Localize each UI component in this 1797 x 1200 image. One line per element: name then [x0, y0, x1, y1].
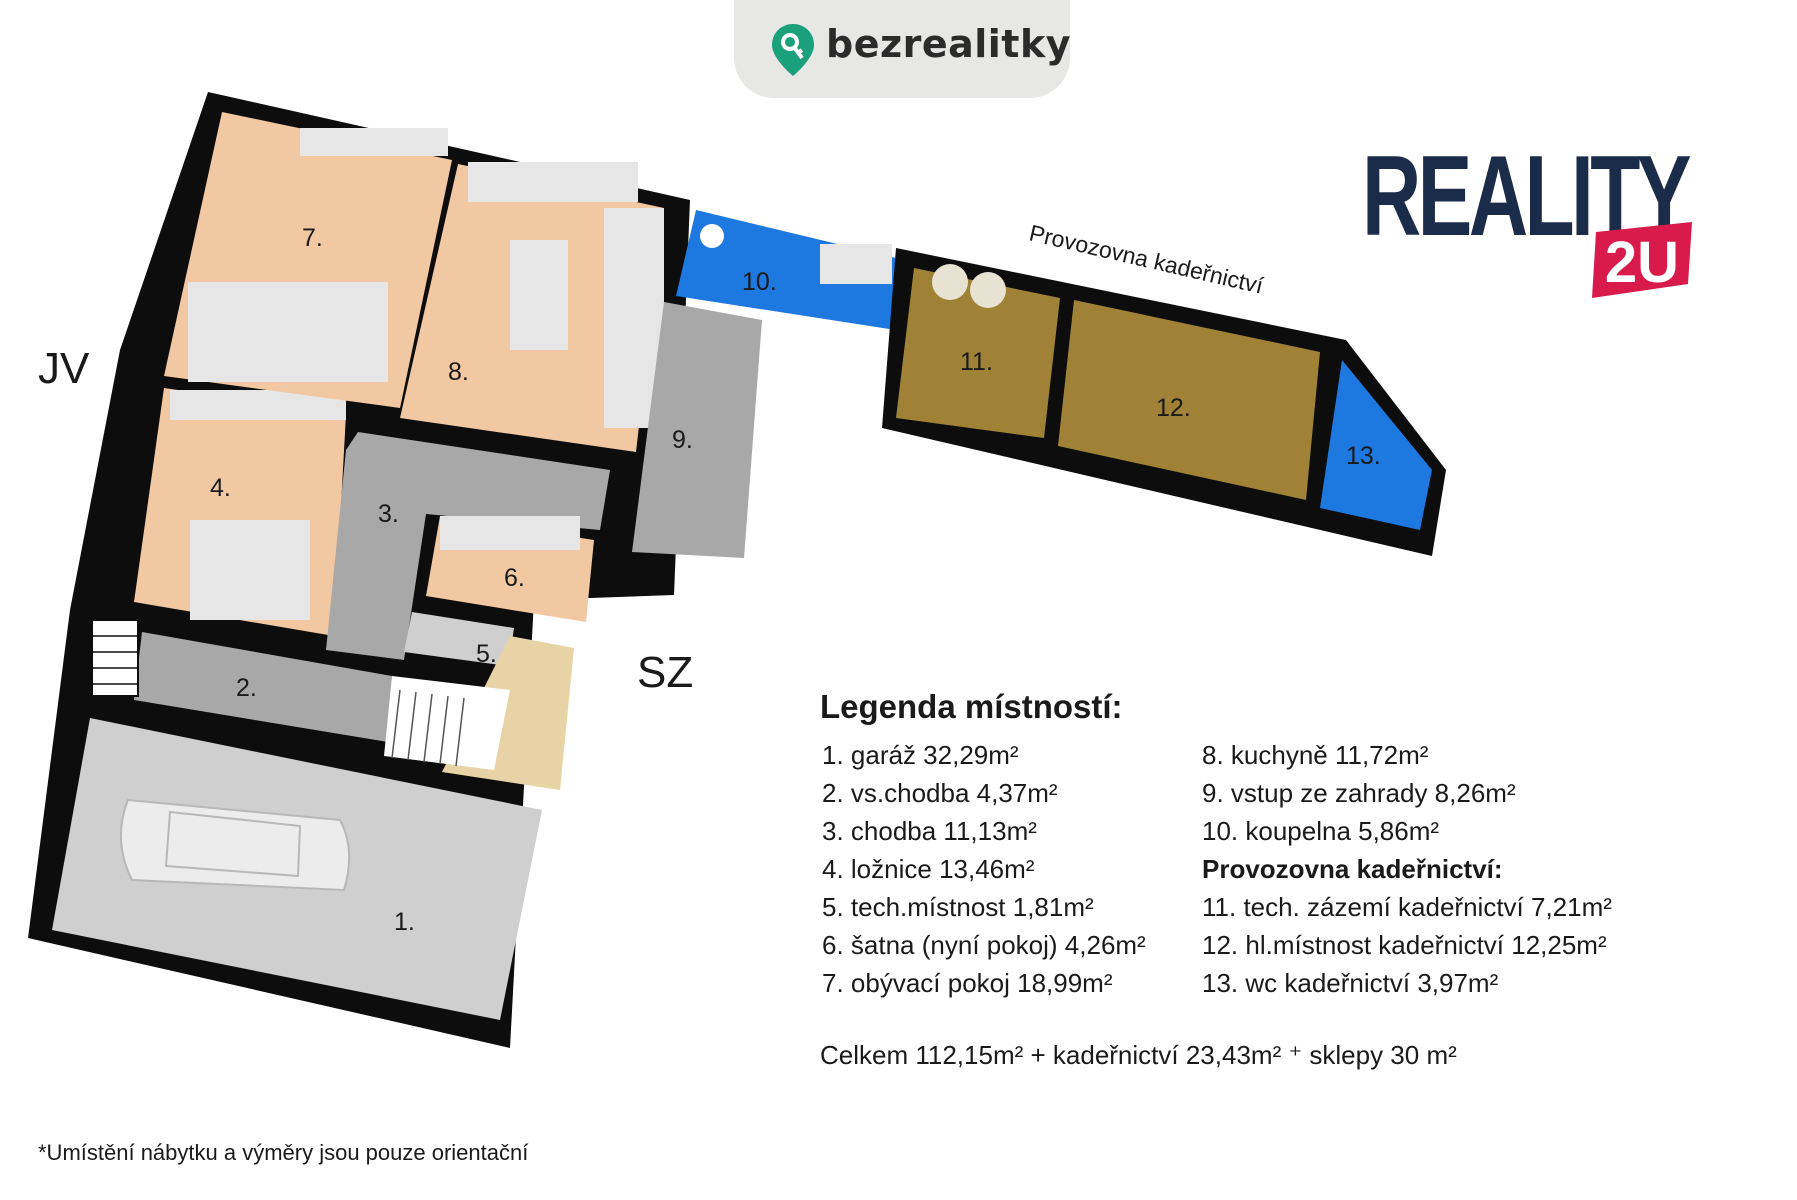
- legend-item: 5. tech.místnost 1,81m²: [822, 892, 1094, 922]
- stairs: [384, 636, 574, 790]
- room-label-5: 5.: [476, 640, 497, 668]
- legend-item: 10. koupelna 5,86m²: [1202, 816, 1440, 846]
- main-house: [28, 92, 904, 1048]
- legend-title: Legenda místností:: [820, 688, 1123, 725]
- legend-column-2: 8. kuchyně 11,72m² 9. vstup ze zahrady 8…: [1202, 736, 1612, 1002]
- room-label-11: 11.: [960, 348, 993, 376]
- legend-item: 13. wc kadeřnictví 3,97m²: [1202, 968, 1499, 998]
- legend-item: 2. vs.chodba 4,37m²: [822, 778, 1058, 808]
- agency-logo-accent-text: 2U: [1605, 230, 1679, 295]
- salon-annex: [882, 248, 1446, 556]
- compass-jv: JV: [38, 344, 90, 393]
- room-10-bathroom: [676, 210, 904, 330]
- legend-item: 9. vstup ze zahrady 8,26m²: [1202, 778, 1516, 808]
- room-label-3: 3.: [378, 500, 399, 528]
- boiler-icon: [970, 272, 1006, 308]
- legend-subheading: Provozovna kadeřnictví:: [1202, 854, 1503, 884]
- boiler-icon: [932, 264, 968, 300]
- footnote: *Umístění nábytku a výměry jsou pouze or…: [38, 1140, 529, 1165]
- map-pin-icon: [772, 24, 814, 76]
- room-label-12: 12.: [1156, 394, 1191, 422]
- agency-logo-accent: 2U: [1592, 222, 1692, 298]
- car-icon: [119, 798, 351, 892]
- compass-sz: SZ: [637, 648, 694, 697]
- room-3-hallway: [326, 432, 610, 660]
- legend-item: 4. ložnice 13,46m²: [822, 854, 1035, 884]
- site-name: bezrealitky: [826, 22, 1072, 66]
- coffee-table: [282, 290, 314, 322]
- room-13-salon-wc: [1320, 360, 1432, 530]
- room-label-8: 8.: [448, 358, 469, 386]
- legend-item: 12. hl.místnost kadeřnictví 12,25m²: [1202, 930, 1607, 960]
- legend-item: 7. obývací pokoj 18,99m²: [822, 968, 1113, 998]
- legend-column-1: 1. garáž 32,29m² 2. vs.chodba 4,37m² 3. …: [822, 736, 1146, 1002]
- room-label-13: 13.: [1346, 442, 1381, 470]
- legend-item: 6. šatna (nyní pokoj) 4,26m²: [822, 930, 1146, 960]
- room-5-tech: [404, 612, 514, 666]
- room-label-2: 2.: [236, 674, 257, 702]
- room-label-1: 1.: [394, 908, 415, 936]
- dining-table-icon: [510, 240, 568, 350]
- dressing-shelf: [440, 516, 580, 550]
- toilet-icon: [700, 224, 724, 248]
- legend-item: 1. garáž 32,29m²: [822, 740, 1019, 770]
- tv-unit: [300, 128, 448, 156]
- room-2-vestibule: [134, 632, 392, 742]
- room-11-salon-tech: [896, 268, 1060, 438]
- entry-steps: [91, 619, 139, 697]
- bathtub-icon: [820, 244, 892, 284]
- room-label-6: 6.: [504, 564, 525, 592]
- room-12-salon-main: [1058, 300, 1320, 500]
- legend-item: 11. tech. zázemí kadeřnictví 7,21m²: [1202, 892, 1612, 922]
- room-9-garden-entry: [632, 302, 762, 558]
- bed-icon: [190, 520, 310, 620]
- room-label-10: 10.: [742, 268, 777, 296]
- room-label-4: 4.: [210, 474, 231, 502]
- legend-total: Celkem 112,15m² + kadeřnictví 23,43m² ⁺ …: [820, 1040, 1457, 1070]
- kitchen-upper: [468, 162, 638, 202]
- legend-item: 8. kuchyně 11,72m²: [1202, 740, 1429, 770]
- room-label-7: 7.: [302, 224, 323, 252]
- room-label-9: 9.: [672, 426, 693, 454]
- legend-item: 3. chodba 11,13m²: [822, 816, 1037, 846]
